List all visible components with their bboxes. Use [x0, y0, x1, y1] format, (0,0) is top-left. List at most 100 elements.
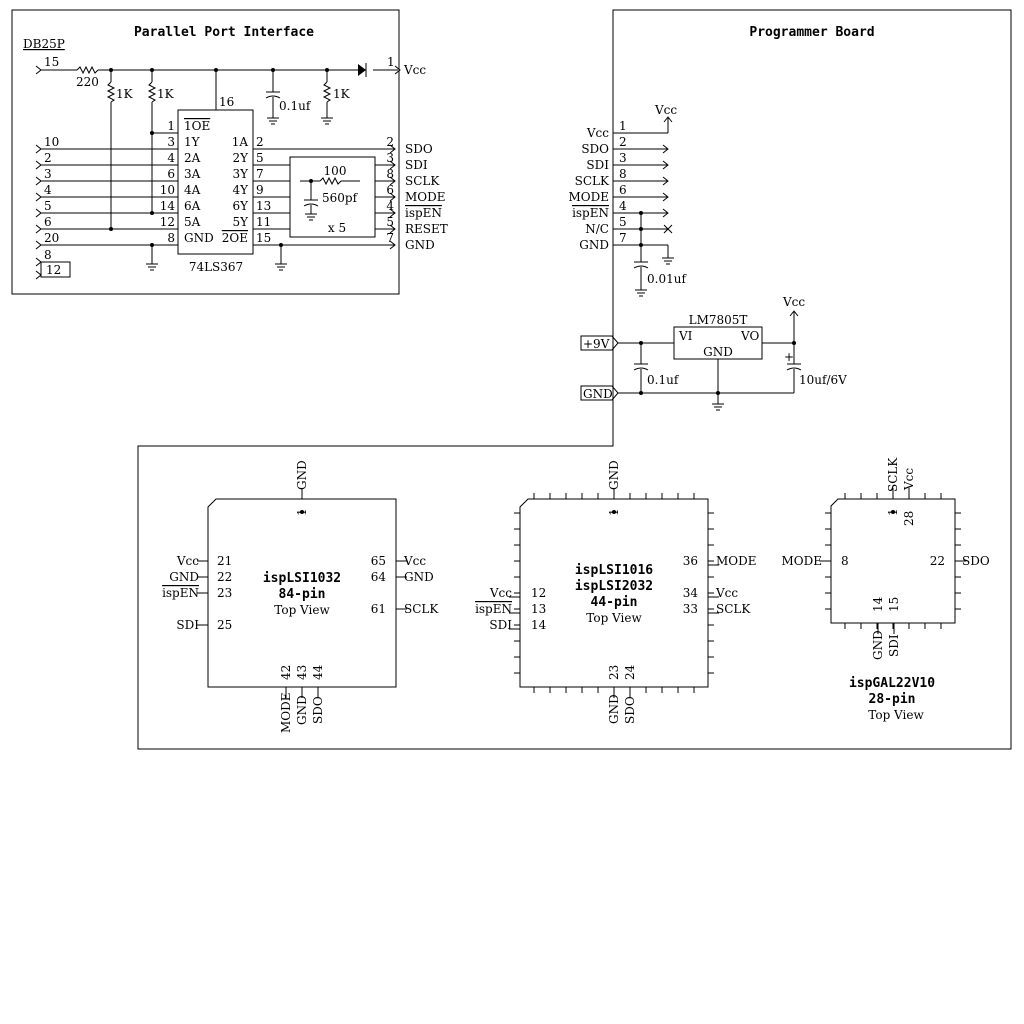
pulldown-resistor [321, 70, 333, 125]
chip3-view: Top View [868, 708, 924, 722]
svg-text:20: 20 [44, 231, 59, 245]
svg-text:GND: GND [169, 570, 199, 584]
top-rail [35, 65, 401, 75]
svg-text:61: 61 [371, 602, 386, 616]
svg-text:SDO: SDO [581, 142, 609, 156]
svg-text:4: 4 [619, 199, 627, 213]
svg-text:Vcc: Vcc [586, 126, 609, 140]
svg-text:SDO: SDO [623, 696, 637, 724]
svg-text:2Y: 2Y [232, 151, 249, 165]
svg-text:Vcc: Vcc [489, 586, 512, 600]
programmer-title: Programmer Board [749, 25, 874, 40]
svg-text:ispEN: ispEN [162, 586, 199, 600]
svg-text:N/C: N/C [585, 222, 609, 236]
svg-text:6: 6 [167, 167, 175, 181]
svg-text:2A: 2A [184, 151, 201, 165]
svg-text:4A: 4A [184, 183, 201, 197]
parallel-port-frame [11, 9, 400, 295]
chip1-view: Top View [274, 603, 330, 617]
reg-vo: VO [740, 329, 759, 343]
parallel-title: Parallel Port Interface [134, 25, 314, 40]
chip3-pin-ticks [820, 488, 966, 634]
chip3-name: ispGAL22V10 [849, 676, 935, 691]
db25-pin-numbers: 10 2 3 4 5 6 20 8 12 [44, 135, 61, 277]
svg-text:MODE: MODE [716, 554, 757, 568]
svg-text:25: 25 [217, 618, 232, 632]
rc-cap-label: 560pf [322, 191, 359, 205]
chip-isplsi1016: GND 1 Vcc ispEN SDI 12 13 14 36 34 33 MO… [475, 460, 756, 724]
svg-text:1OE: 1OE [184, 119, 210, 133]
svg-text:2: 2 [256, 135, 264, 149]
programmer-board-section: Programmer Board Vcc SDO SDI SCLK MODE i… [137, 9, 1012, 750]
svg-text:8: 8 [167, 231, 175, 245]
regulator-wiring [580, 310, 802, 411]
svg-text:GND: GND [607, 460, 621, 490]
svg-text:12: 12 [46, 263, 61, 277]
svg-text:12: 12 [531, 586, 546, 600]
chip3-pins: 28-pin [869, 692, 916, 707]
db25p-label: DB25P [23, 37, 65, 51]
svg-text:8: 8 [619, 167, 627, 181]
svg-text:24: 24 [623, 664, 637, 680]
programmer-junctions [639, 211, 643, 247]
svg-text:4Y: 4Y [232, 183, 249, 197]
svg-text:8: 8 [841, 554, 849, 568]
svg-text:3: 3 [167, 135, 175, 149]
svg-text:SCLK: SCLK [716, 602, 751, 616]
svg-text:SDI: SDI [176, 618, 199, 632]
svg-text:3: 3 [386, 151, 394, 165]
svg-text:2OE: 2OE [222, 231, 248, 245]
svg-text:4: 4 [386, 199, 394, 213]
svg-text:ispEN: ispEN [475, 602, 512, 616]
svg-text:Vcc: Vcc [902, 468, 916, 491]
rc-res-label: 100 [324, 164, 347, 178]
chip2-pins: 44-pin [591, 595, 638, 610]
output-labels: 2 3 8 6 4 5 7 SDO SDI SCLK MODE ispEN RE… [386, 135, 447, 252]
pullup-resistor-2 [147, 70, 178, 213]
chip-ispgal22v10: SCLK Vcc 1 28 MODE 8 22 SDO 14 15 GND SD… [781, 457, 989, 722]
svg-text:SDO: SDO [962, 554, 990, 568]
db-pin-15: 15 [44, 55, 59, 69]
svg-text:ispEN: ispEN [572, 206, 609, 220]
reg-gnd: GND [703, 345, 733, 359]
svg-text:23: 23 [217, 586, 232, 600]
svg-text:34: 34 [683, 586, 699, 600]
svg-text:10: 10 [44, 135, 59, 149]
res-1k-label-2: 1K [157, 87, 175, 101]
rc-network-box [289, 156, 376, 238]
svg-text:22: 22 [217, 570, 232, 584]
svg-text:SDI: SDI [489, 618, 512, 632]
input-junctions [109, 211, 154, 247]
chip2-name2: ispLSI2032 [575, 579, 653, 594]
svg-text:23: 23 [607, 665, 621, 680]
svg-text:SCLK: SCLK [405, 174, 440, 188]
chip1-name: ispLSI1032 [263, 571, 341, 586]
svg-text:6: 6 [44, 215, 52, 229]
svg-text:3: 3 [44, 167, 52, 181]
parallel-port-section: Parallel Port Interface DB25P 15 220 1 V… [11, 9, 448, 295]
cap-01uf-label: 0.1uf [279, 99, 312, 113]
svg-text:21: 21 [217, 554, 232, 568]
svg-text:MODE: MODE [568, 190, 609, 204]
svg-text:1: 1 [295, 508, 309, 516]
vcc-pin-1: 1 [387, 55, 395, 69]
svg-text:5: 5 [256, 151, 264, 165]
svg-text:RESET: RESET [405, 222, 448, 236]
chip-ground-symbol [146, 245, 158, 271]
svg-text:13: 13 [256, 199, 271, 213]
svg-text:2: 2 [44, 151, 52, 165]
svg-text:7: 7 [619, 231, 627, 245]
svg-text:12: 12 [160, 215, 175, 229]
svg-text:ispEN: ispEN [405, 206, 442, 220]
svg-text:SDI: SDI [405, 158, 428, 172]
svg-text:44: 44 [311, 664, 325, 680]
svg-text:GND: GND [295, 695, 309, 725]
cap-01uf-reg-label: 0.1uf [647, 373, 680, 387]
capacitor-01uf [265, 70, 281, 125]
svg-text:3: 3 [619, 151, 627, 165]
svg-text:14: 14 [160, 199, 176, 213]
svg-text:8: 8 [386, 167, 394, 181]
chip2-name1: ispLSI1016 [575, 563, 653, 578]
chip2-pin-ticks [509, 488, 719, 698]
svg-text:65: 65 [371, 554, 386, 568]
